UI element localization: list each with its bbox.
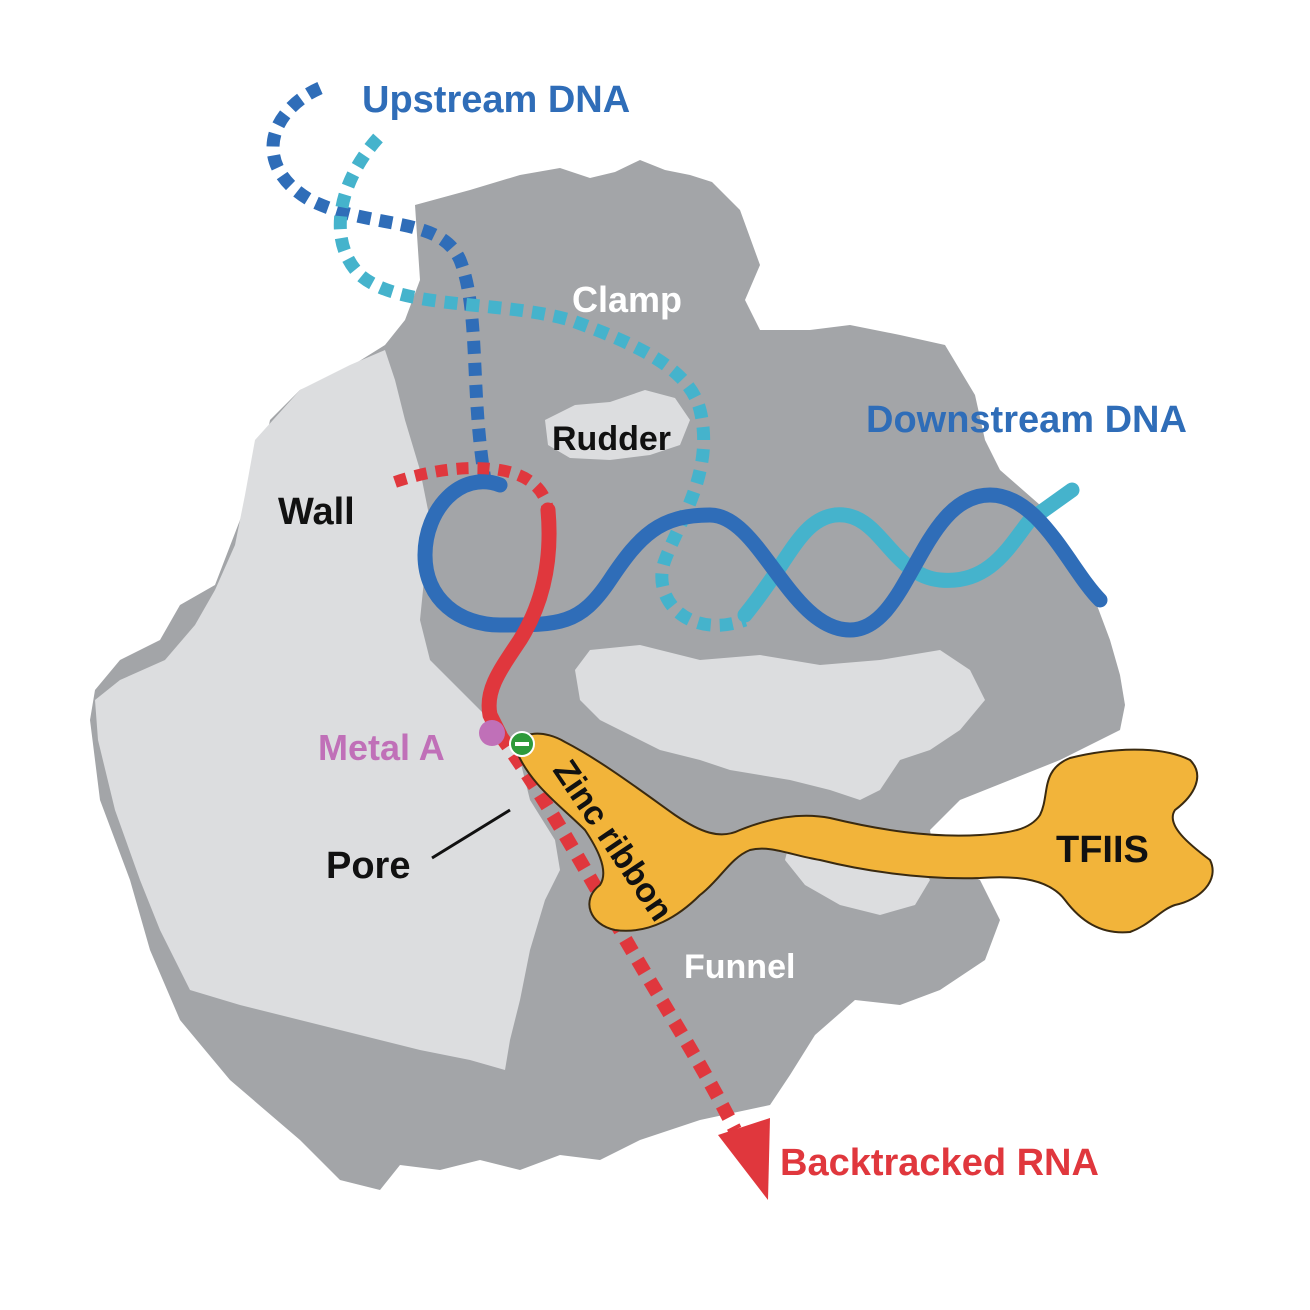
pore-label: Pore [326,845,410,887]
upstream-dna-label: Upstream DNA [362,79,630,121]
clamp-label: Clamp [572,279,682,320]
rudder-label: Rudder [552,420,671,458]
polymerase-light-right [575,645,985,800]
pore-leader-line [431,808,511,860]
tfiis-protein [513,732,1214,934]
backtracked-rna-arrowhead [718,1118,770,1200]
upstream-dna-template-strand [266,82,492,482]
backtracked-rna-label: Backtracked RNA [780,1142,1099,1184]
funnel-label: Funnel [684,948,795,986]
wall-label: Wall [278,491,355,533]
minus-sign [515,742,529,746]
metal-a-label: Metal A [318,727,445,768]
tfiis-label: TFIIS [1056,829,1149,871]
rudder-region [545,390,690,460]
downstream-dna-label: Downstream DNA [866,399,1187,441]
rna-upstream-dotted [393,462,554,512]
downstream-dna-template-strand [417,474,1108,638]
rna-solid [481,502,557,743]
polymerase-light-left [95,350,560,1070]
metal-a-ion [479,720,505,746]
upstream-dna-nontemplate-strand [333,133,748,632]
downstream-dna-nontemplate-strand [737,482,1080,623]
